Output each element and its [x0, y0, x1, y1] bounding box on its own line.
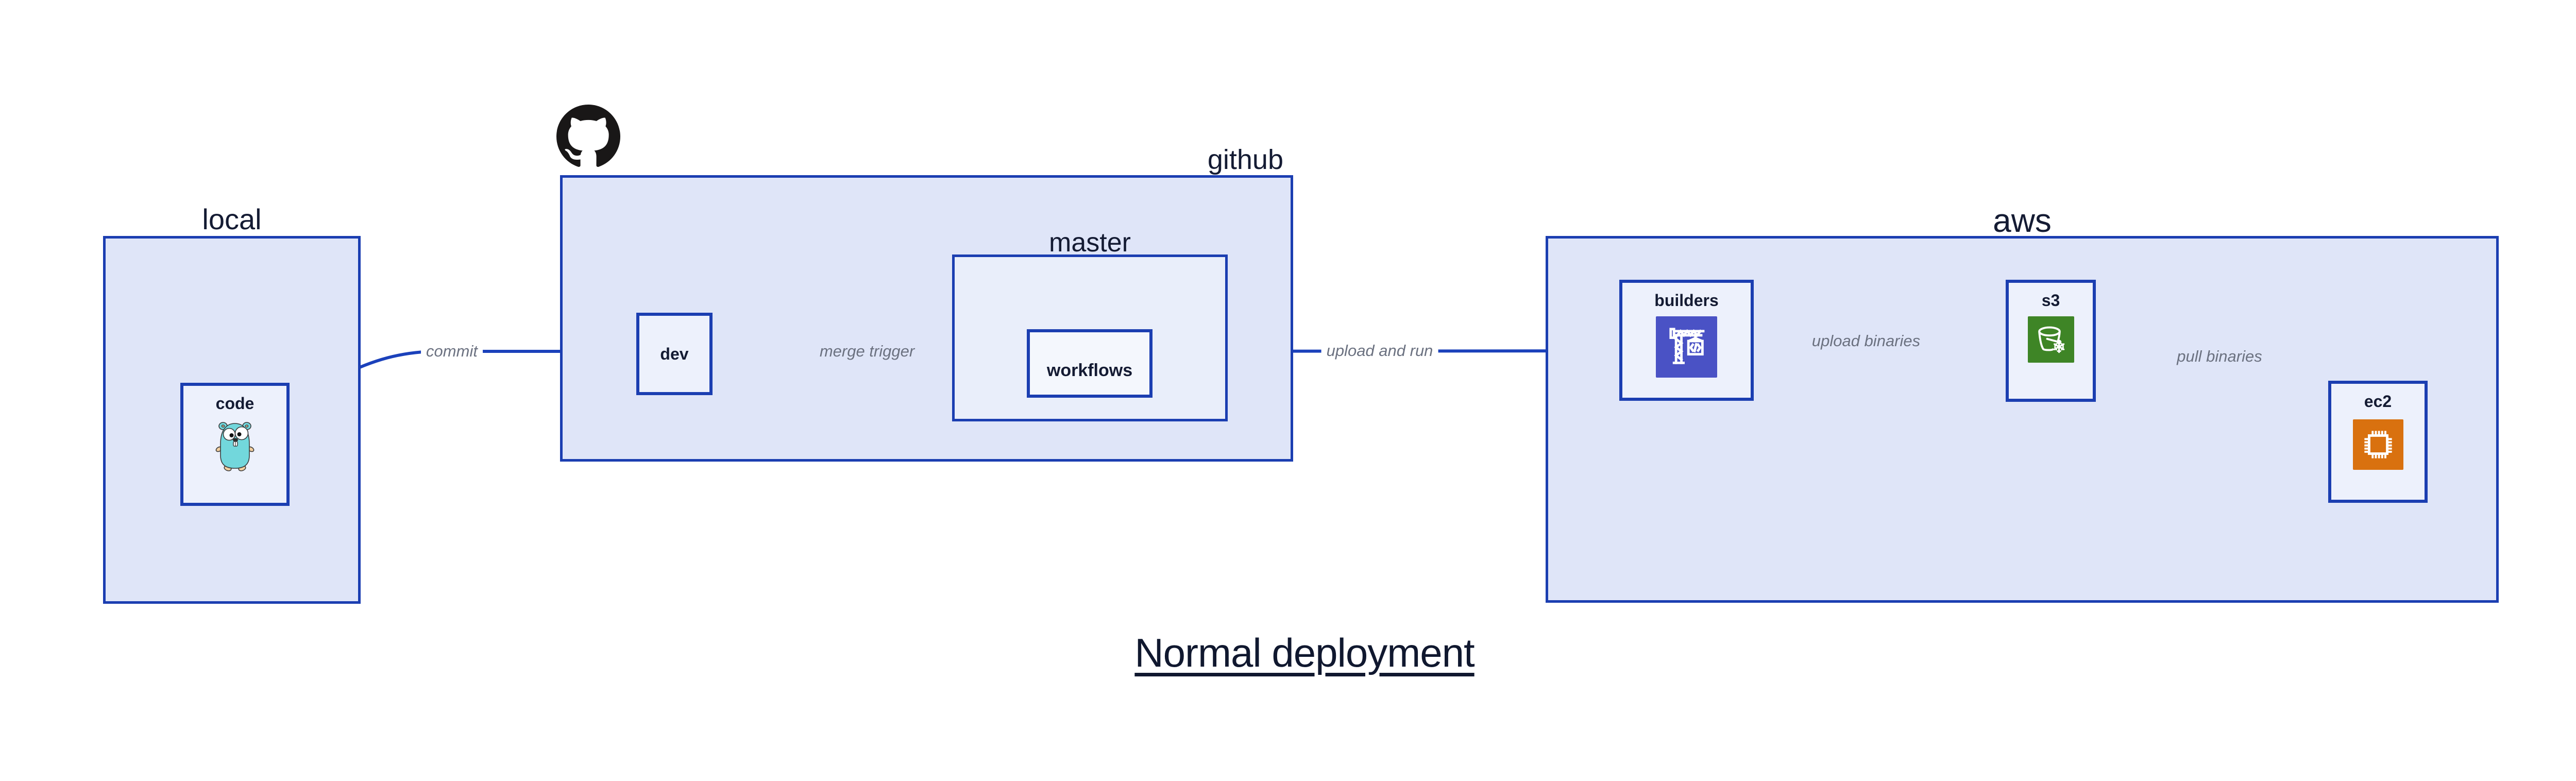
group-master: master workflows [952, 228, 1228, 421]
node-ec2: ec2 [2328, 381, 2428, 503]
node-code: code [180, 383, 290, 506]
group-local-label: local [202, 203, 262, 235]
group-github-label: github [1207, 144, 1283, 175]
group-aws: aws builders [1546, 202, 2499, 603]
node-builders-label: builders [1654, 291, 1719, 310]
github-octocat-logo [556, 105, 620, 167]
group-aws-label: aws [1993, 202, 2052, 239]
edge-label-upload-and-run: upload and run [1321, 341, 1438, 361]
go-gopher-icon [215, 422, 255, 471]
node-workflows-label: workflows [1046, 361, 1133, 380]
node-ec2-label: ec2 [2364, 392, 2392, 411]
node-dev-label: dev [660, 344, 689, 363]
node-code-label: code [215, 394, 255, 413]
node-s3: s3 [2006, 280, 2096, 402]
edge-label-commit: commit [421, 341, 483, 362]
diagram-title: Normal deployment [1134, 630, 1475, 675]
s3-glacier-bucket-icon [2027, 316, 2074, 363]
ec2-chip-icon [2352, 419, 2403, 470]
node-workflows: workflows [1027, 329, 1153, 398]
node-builders: builders [1619, 280, 1754, 401]
group-master-label: master [1049, 228, 1131, 258]
group-local: local code [103, 203, 361, 604]
group-github: github dev master workflows [560, 144, 1293, 462]
codebuild-crane-icon [1656, 316, 1717, 378]
edge-label-pull-binaries: pull binaries [2172, 346, 2267, 367]
edge-label-merge-trigger: merge trigger [814, 341, 920, 362]
node-dev: dev [636, 313, 713, 395]
edge-label-upload-binaries: upload binaries [1806, 331, 1926, 351]
node-s3-label: s3 [2041, 291, 2060, 310]
